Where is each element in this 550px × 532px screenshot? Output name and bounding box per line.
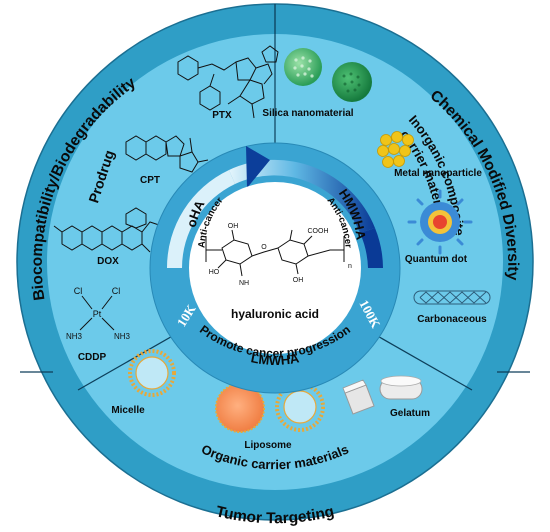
molecular-weight-arrow-body <box>229 159 375 233</box>
cddp-structure: Cl Cl Pt NH3 NH3 <box>66 286 131 341</box>
gelatum-icon <box>342 375 423 415</box>
inner-ring-shade <box>149 142 401 394</box>
item-label-metal: Metal nanoparticle <box>394 168 482 179</box>
arrow-head <box>246 146 270 188</box>
cpt-molecule <box>125 135 209 173</box>
cddp-nh3-right: NH3 <box>114 332 131 341</box>
item-label-liposome: Liposome <box>244 440 292 451</box>
cddp-cl-right: Cl <box>112 286 121 296</box>
ptx-molecule <box>177 45 279 119</box>
liposome-icon <box>215 382 325 433</box>
molecular-weight-arrow-tail <box>360 228 383 268</box>
drug-label-ptx: PTX <box>212 110 232 121</box>
ha-atom-ho: HO <box>209 269 220 276</box>
ha-atom-n: n <box>348 263 352 270</box>
micelle-icon <box>128 349 176 397</box>
center-label: hyaluronic acid <box>231 307 319 321</box>
drug-label-dox: DOX <box>97 256 119 267</box>
metal-nanoparticle-icon <box>377 131 414 168</box>
dox-molecule <box>53 207 163 253</box>
quantum-dot-icon <box>407 189 473 255</box>
silica-icon <box>284 48 372 102</box>
hyaluronic-acid-structure <box>205 229 345 277</box>
cddp-cl-left: Cl <box>74 286 83 296</box>
molecular-weight-arrow <box>166 170 235 268</box>
item-label-gelatum: Gelatum <box>390 408 430 419</box>
lmwha-title: LMWHA <box>250 350 301 368</box>
carbonaceous-icon <box>413 290 491 305</box>
center-disc <box>189 182 361 354</box>
ha-atom-cooh: COOH <box>308 228 329 235</box>
item-label-micelle: Micelle <box>111 405 145 416</box>
outer-dividers <box>20 4 530 373</box>
ha-atom-oh-1: OH <box>228 223 239 230</box>
ha-atom-oh-2: OH <box>293 277 304 284</box>
cddp-pt: Pt <box>93 309 102 319</box>
ha-atom-nh: NH <box>239 280 249 287</box>
drug-label-cpt: CPT <box>140 175 160 186</box>
cddp-nh3-left: NH3 <box>66 332 83 341</box>
ha-atom-o: O <box>261 244 267 251</box>
drug-label-cddp: CDDP <box>78 352 107 363</box>
item-label-silica: Silica nanomaterial <box>262 108 353 119</box>
item-label-carbonaceous: Carbonaceous <box>417 314 487 325</box>
item-label-quantum-dot: Quantum dot <box>405 254 468 265</box>
